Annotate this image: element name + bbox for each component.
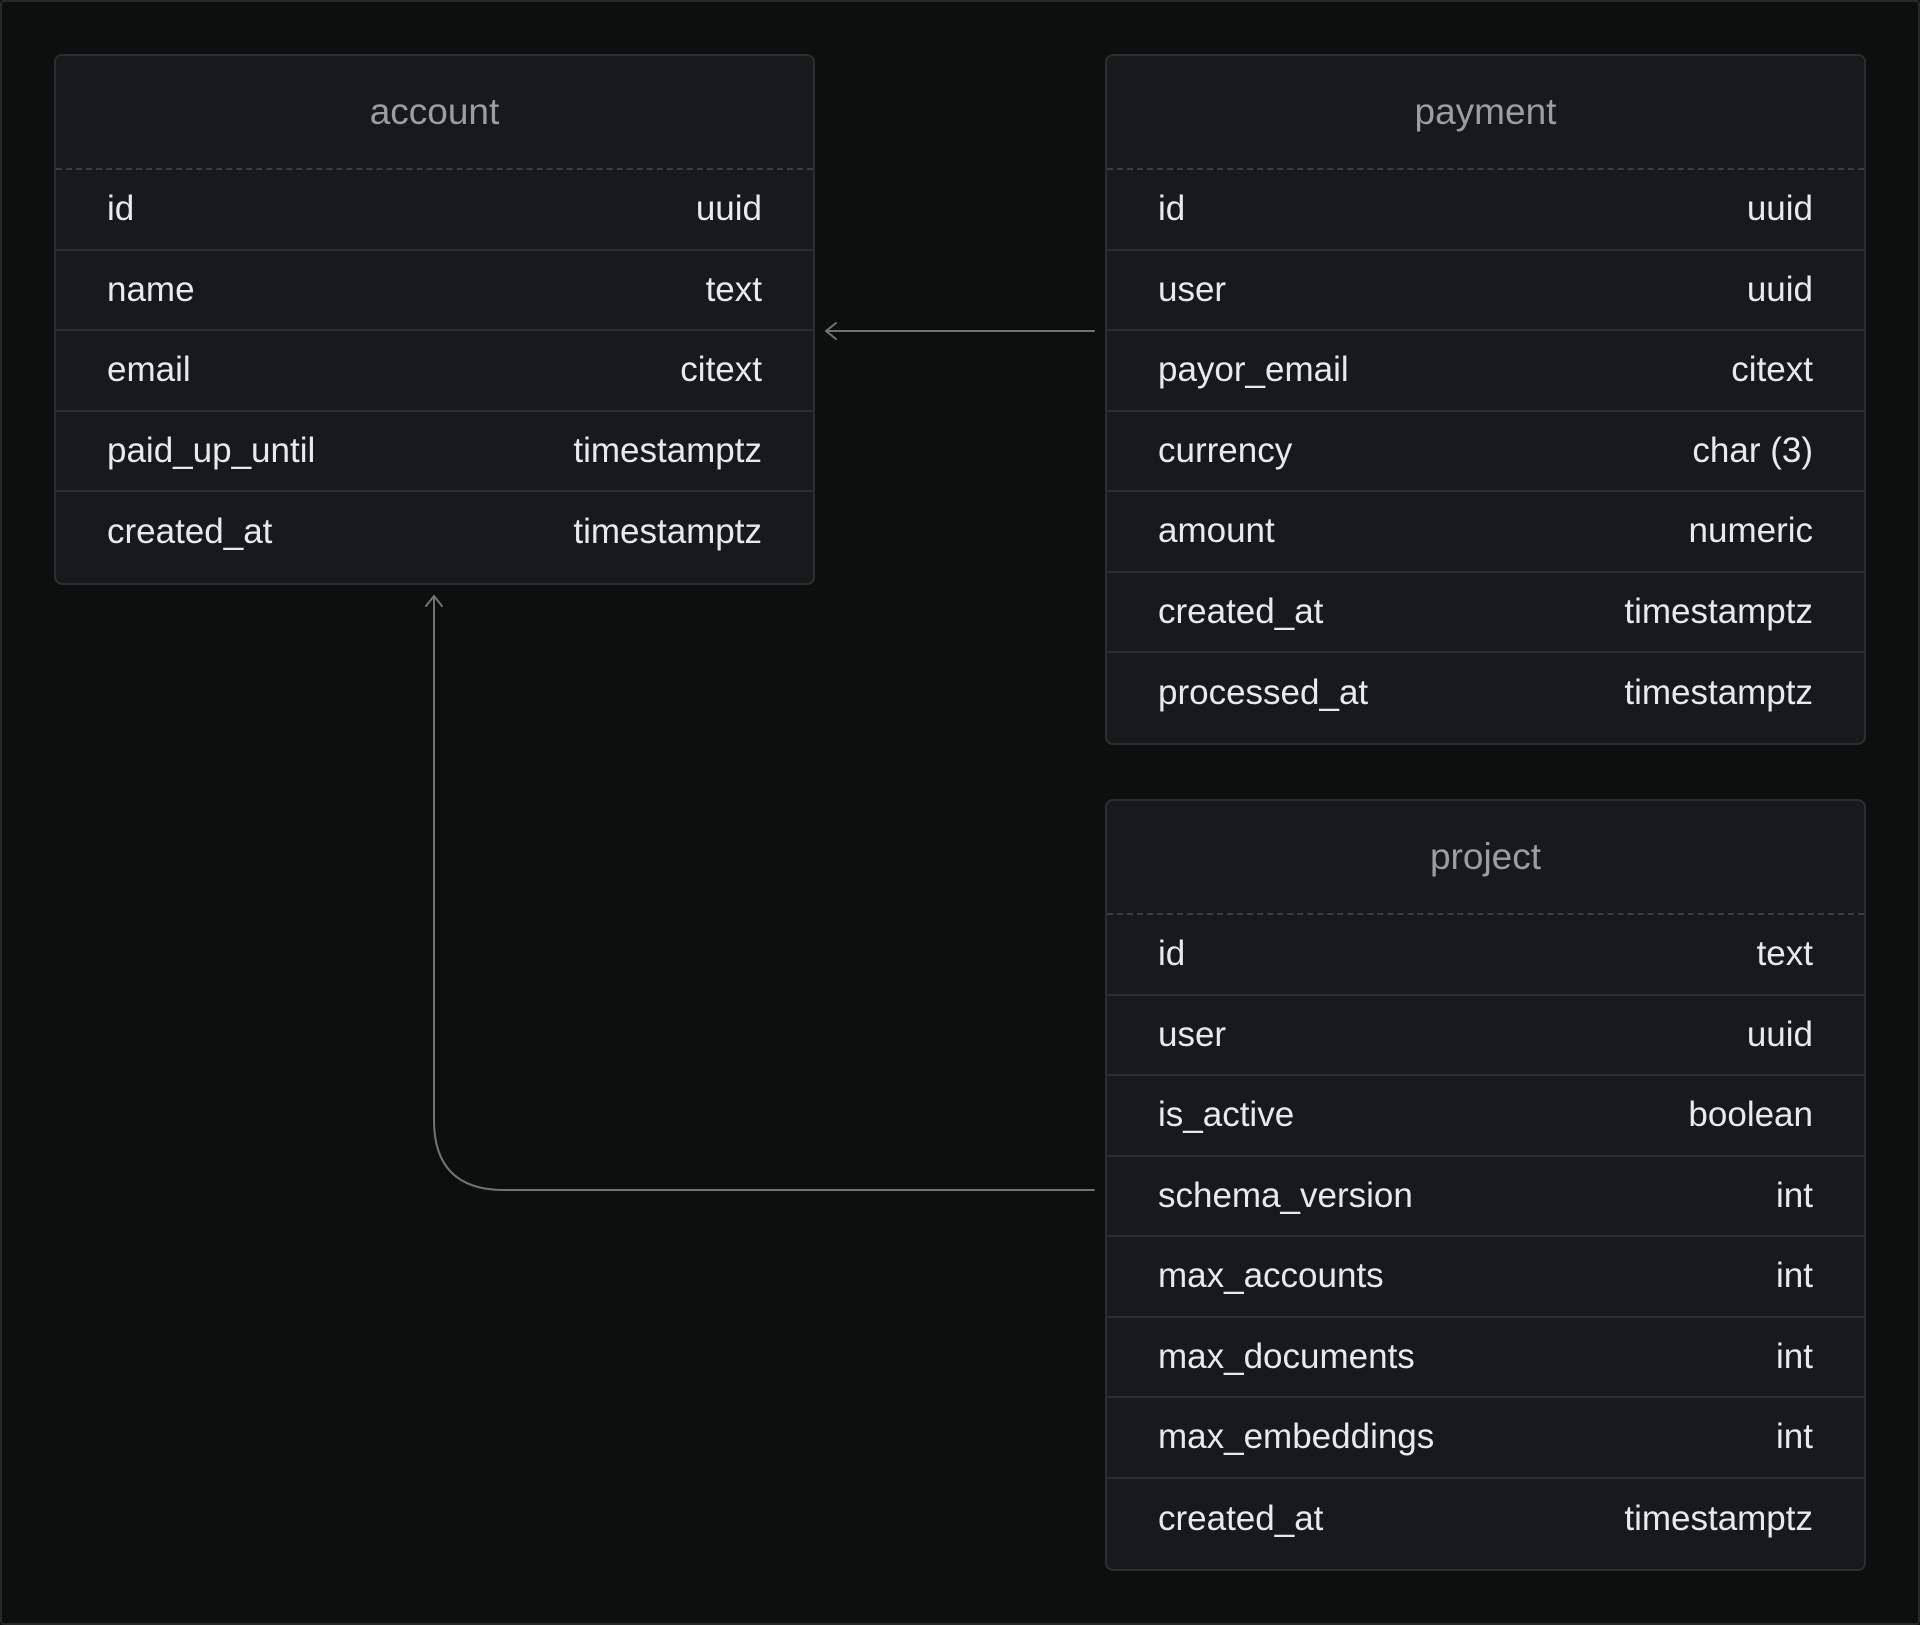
column-name: created_at bbox=[107, 512, 273, 552]
table-row[interactable]: name text bbox=[56, 251, 813, 331]
column-name: currency bbox=[1158, 430, 1293, 470]
column-name: name bbox=[107, 269, 195, 309]
column-type: int bbox=[1776, 1256, 1813, 1296]
table-rows: id text user uuid is_active boolean sche… bbox=[1107, 915, 1864, 1559]
table-account[interactable]: account id uuid name text email citext p… bbox=[54, 54, 815, 585]
table-title: project bbox=[1107, 801, 1864, 915]
table-row[interactable]: max_embeddings int bbox=[1107, 1398, 1864, 1479]
column-name: created_at bbox=[1158, 591, 1324, 631]
column-type: int bbox=[1776, 1175, 1813, 1215]
column-name: id bbox=[107, 189, 135, 229]
column-name: payor_email bbox=[1158, 350, 1349, 390]
table-title: account bbox=[56, 56, 813, 170]
column-name: email bbox=[107, 350, 191, 390]
column-type: text bbox=[1756, 934, 1813, 974]
table-row[interactable]: max_accounts int bbox=[1107, 1237, 1864, 1318]
column-name: max_embeddings bbox=[1158, 1417, 1435, 1457]
table-rows: id uuid user uuid payor_email citext cur… bbox=[1107, 170, 1864, 734]
column-type: numeric bbox=[1688, 511, 1813, 551]
table-row[interactable]: id uuid bbox=[56, 170, 813, 251]
column-name: max_documents bbox=[1158, 1336, 1415, 1376]
table-row[interactable]: user uuid bbox=[1107, 251, 1864, 331]
column-name: processed_at bbox=[1158, 673, 1369, 713]
table-row[interactable]: schema_version int bbox=[1107, 1157, 1864, 1237]
column-type: timestamptz bbox=[1624, 673, 1813, 713]
column-name: max_accounts bbox=[1158, 1256, 1384, 1296]
table-row[interactable]: user uuid bbox=[1107, 996, 1864, 1076]
column-name: schema_version bbox=[1158, 1175, 1413, 1215]
table-row[interactable]: max_documents int bbox=[1107, 1318, 1864, 1398]
column-type: citext bbox=[680, 350, 762, 390]
column-name: user bbox=[1158, 269, 1227, 309]
table-row[interactable]: amount numeric bbox=[1107, 492, 1864, 573]
column-type: char (3) bbox=[1692, 430, 1813, 470]
column-name: amount bbox=[1158, 511, 1275, 551]
column-type: timestamptz bbox=[1624, 1498, 1813, 1538]
column-type: int bbox=[1776, 1336, 1813, 1376]
table-row[interactable]: created_at timestamptz bbox=[1107, 573, 1864, 653]
table-row[interactable]: created_at timestamptz bbox=[56, 492, 813, 573]
column-type: timestamptz bbox=[573, 512, 762, 552]
table-row[interactable]: payor_email citext bbox=[1107, 331, 1864, 412]
column-name: created_at bbox=[1158, 1498, 1324, 1538]
column-type: citext bbox=[1731, 350, 1813, 390]
column-type: boolean bbox=[1688, 1095, 1813, 1135]
column-name: id bbox=[1158, 934, 1186, 974]
column-type: int bbox=[1776, 1417, 1813, 1457]
table-row[interactable]: email citext bbox=[56, 331, 813, 412]
column-type: uuid bbox=[1746, 269, 1813, 309]
column-type: text bbox=[705, 269, 762, 309]
column-name: paid_up_until bbox=[107, 430, 316, 470]
table-row[interactable]: currency char (3) bbox=[1107, 412, 1864, 492]
table-row[interactable]: is_active boolean bbox=[1107, 1076, 1864, 1157]
table-rows: id uuid name text email citext paid_up_u… bbox=[56, 170, 813, 573]
column-name: id bbox=[1158, 189, 1186, 229]
column-type: timestamptz bbox=[573, 430, 762, 470]
table-project[interactable]: project id text user uuid is_active bool… bbox=[1105, 799, 1866, 1571]
column-name: is_active bbox=[1158, 1095, 1295, 1135]
table-payment[interactable]: payment id uuid user uuid payor_email ci… bbox=[1105, 54, 1866, 745]
column-type: uuid bbox=[1746, 189, 1813, 229]
table-row[interactable]: created_at timestamptz bbox=[1107, 1479, 1864, 1560]
column-type: timestamptz bbox=[1624, 591, 1813, 631]
table-row[interactable]: paid_up_until timestamptz bbox=[56, 412, 813, 492]
table-row[interactable]: id text bbox=[1107, 915, 1864, 996]
column-name: user bbox=[1158, 1014, 1227, 1054]
column-type: uuid bbox=[1746, 1014, 1813, 1054]
table-row[interactable]: processed_at timestamptz bbox=[1107, 653, 1864, 734]
column-type: uuid bbox=[695, 189, 762, 229]
table-title: payment bbox=[1107, 56, 1864, 170]
table-row[interactable]: id uuid bbox=[1107, 170, 1864, 251]
